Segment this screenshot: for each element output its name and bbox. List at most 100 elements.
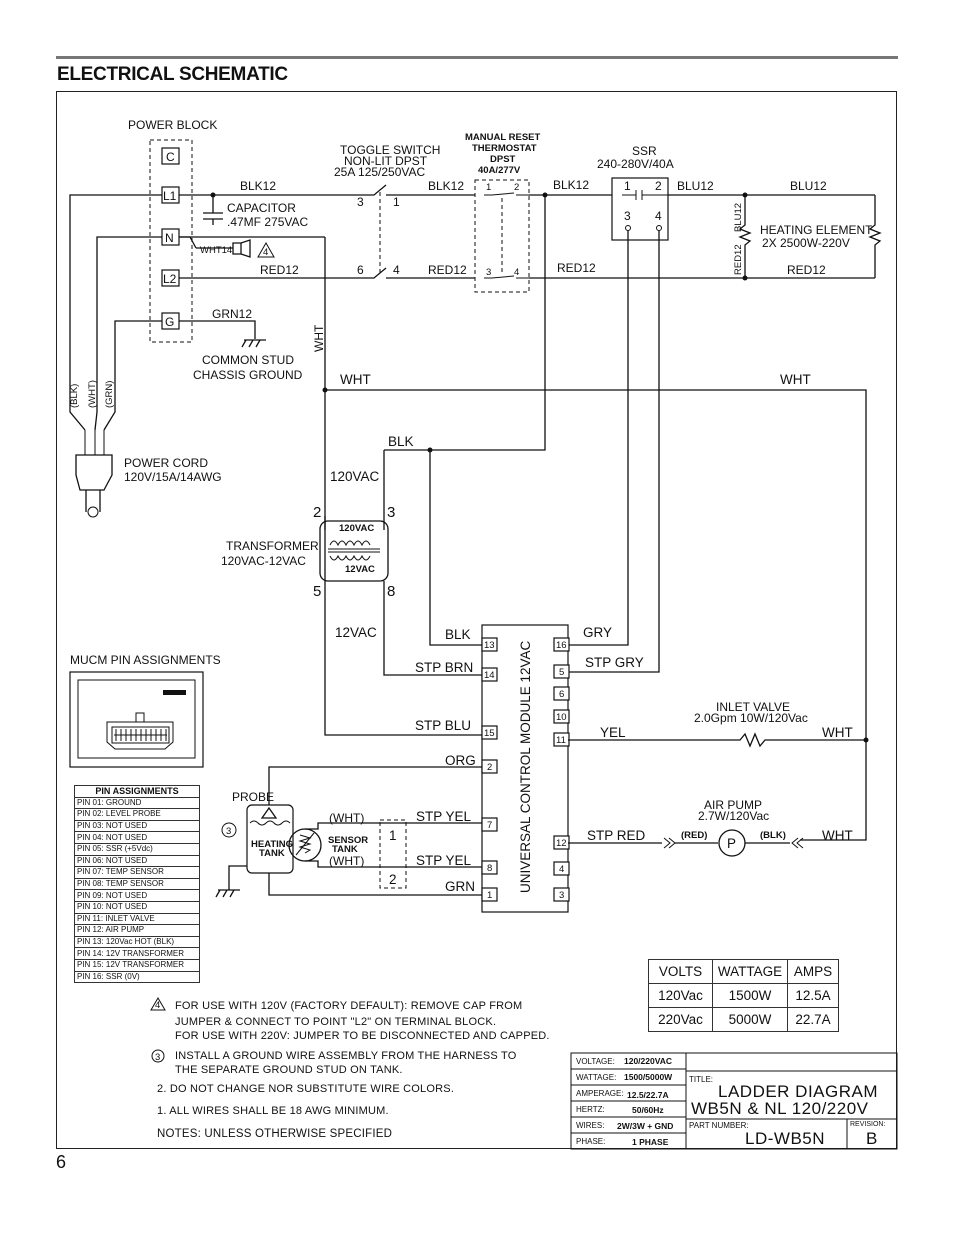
stp-brn-label: STP BRN — [415, 660, 473, 675]
ssr-rating: 240-280V/40A — [597, 157, 674, 171]
svg-text:1: 1 — [624, 179, 631, 193]
schematic-frame — [56, 91, 897, 1149]
heating-element-resistor-icon — [738, 195, 882, 278]
sensor-wht-1: (WHT) — [329, 811, 364, 825]
toggle-switch-rating: 25A 125/250VAC — [334, 165, 426, 179]
pin-row: PIN 13: 120Vac HOT (BLK) — [74, 935, 200, 949]
page-number: 6 — [56, 1152, 67, 1172]
junction-dot — [863, 737, 869, 743]
svg-text:3: 3 — [155, 1052, 160, 1063]
transformer-label: TRANSFORMER — [226, 539, 319, 553]
terminal-g: G — [161, 312, 180, 330]
svg-text:L2: L2 — [163, 272, 177, 286]
terminal-l1: L1 — [161, 186, 180, 204]
wht-label-a: WHT — [340, 372, 371, 387]
heating-tank-icon — [246, 804, 294, 874]
thermostat-label-2: THERMOSTAT — [472, 143, 537, 154]
toggle-switch-type: NON-LIT DPST — [344, 154, 428, 168]
svg-text:12: 12 — [556, 838, 567, 849]
pin-row: PIN 02: LEVEL PROBE — [74, 808, 200, 821]
wht-label-b: WHT — [780, 372, 811, 387]
tb-title-line-1: LADDER DIAGRAM — [718, 1082, 879, 1101]
grn12-label: GRN12 — [212, 307, 252, 321]
inlet-valve-icon — [735, 732, 866, 748]
stp-yel-label-b: STP YEL — [416, 853, 472, 868]
wht-vertical-label: WHT — [312, 324, 326, 352]
thermostat-type: DPST — [490, 154, 516, 165]
svg-text:2: 2 — [655, 179, 662, 193]
transformer-icon — [319, 520, 389, 582]
stp-yel-label-a: STP YEL — [416, 809, 472, 824]
connector-chevron-icon — [663, 837, 676, 849]
svg-text:4: 4 — [263, 247, 268, 258]
note-3-circle-icon: 3 — [221, 822, 237, 838]
wire-grn12 — [179, 320, 256, 339]
spec-cell: 12.5A — [787, 983, 839, 1008]
tb-amperage: 12.5/22.7A — [627, 1090, 669, 1100]
mucm-board-icon — [69, 671, 204, 768]
jumper-cap-icon — [232, 239, 251, 258]
tank-ground-icon — [215, 865, 247, 898]
svg-text:13: 13 — [484, 640, 495, 651]
sensor-wht-2: (WHT) — [329, 854, 364, 868]
xf-terminal-5: 5 — [313, 583, 321, 600]
heating-tank-label-2: TANK — [259, 848, 285, 859]
wire-stp-yel-1 — [305, 822, 482, 830]
heating-tank-label: HEATING — [251, 839, 293, 850]
yel-label: YEL — [600, 725, 626, 740]
wht-label-c: WHT — [822, 725, 853, 740]
svg-text:2: 2 — [514, 182, 519, 193]
sensor-label: SENSOR — [328, 835, 368, 846]
spec-table: VOLTS WATTAGE AMPS 120Vac 1500W 12.5A 22… — [648, 959, 839, 1032]
svg-text:6: 6 — [357, 263, 364, 277]
blk-label-a: BLK — [388, 434, 414, 449]
pump-red-label: (RED) — [681, 830, 707, 841]
pin-row: PIN 06: NOT USED — [74, 854, 200, 868]
svg-text:3: 3 — [357, 195, 364, 209]
power-plug-icon — [75, 430, 113, 518]
note-4-triangle-icon: 4 — [150, 997, 166, 1011]
svg-text:10: 10 — [556, 712, 567, 723]
probe-label: PROBE — [232, 790, 274, 804]
pin-row: PIN 12: AIR PUMP — [74, 924, 200, 937]
thermostat-outline — [474, 179, 530, 293]
stp-gry-label: STP GRY — [585, 655, 644, 670]
thermostat-label: MANUAL RESET — [465, 132, 540, 143]
tb-title-line-2: WB5N & NL 120/220V — [691, 1099, 869, 1118]
xf-terminal-3: 3 — [387, 504, 395, 521]
blk-label-b: BLK — [445, 627, 471, 642]
power-block-label: POWER BLOCK — [128, 118, 217, 132]
svg-text:2: 2 — [487, 762, 492, 773]
pin-row: PIN 15: 12V TRANSFORMER — [74, 958, 200, 972]
gry-label: GRY — [583, 625, 612, 640]
spec-cell: 220Vac — [648, 1007, 713, 1032]
svg-text:1: 1 — [487, 890, 492, 901]
ssr-terminals-icon: 1 2 3 4 — [622, 179, 668, 231]
note-4-line-3: FOR USE WITH 220V: JUMPER TO BE DISCONNE… — [175, 1030, 550, 1042]
ground-stud-label: COMMON STUD — [202, 353, 294, 367]
svg-text:11: 11 — [556, 735, 566, 746]
note-2: 2. DO NOT CHANGE NOR SUBSTITUTE WIRE COL… — [157, 1083, 455, 1095]
capacitor-label: CAPACITOR — [227, 201, 296, 215]
pin-row: PIN 07: TEMP SENSOR — [74, 866, 200, 879]
power-cord-label: POWER CORD — [124, 456, 208, 470]
heating-element-rating: 2X 2500W-220V — [762, 236, 850, 250]
ssr-label: SSR — [632, 144, 657, 158]
svg-text:5: 5 — [559, 667, 564, 678]
wire-grn — [268, 873, 482, 896]
tb-wattage-label: WATTAGE: — [576, 1073, 617, 1082]
notes-footer: NOTES: UNLESS OTHERWISE SPECIFIED — [157, 1128, 393, 1140]
svg-text:14: 14 — [484, 670, 495, 681]
cord-wht-label: (WHT) — [87, 380, 98, 408]
svg-text:1: 1 — [393, 195, 400, 209]
air-pump-rating: 2.7W/120Vac — [698, 809, 769, 823]
svg-text:N: N — [165, 231, 174, 245]
wire-n-jumper — [179, 236, 197, 249]
svg-text:C: C — [166, 150, 175, 164]
inlet-valve-rating: 2.0Gpm 10W/120Vac — [694, 711, 808, 725]
tb-wires: 2W/3W + GND — [617, 1121, 674, 1131]
note-4-triangle-icon: 4 — [257, 241, 275, 258]
spec-cell: 5000W — [712, 1007, 788, 1032]
pin-row: PIN 09: NOT USED — [74, 889, 200, 902]
blu12-label-a: BLU12 — [677, 179, 714, 193]
